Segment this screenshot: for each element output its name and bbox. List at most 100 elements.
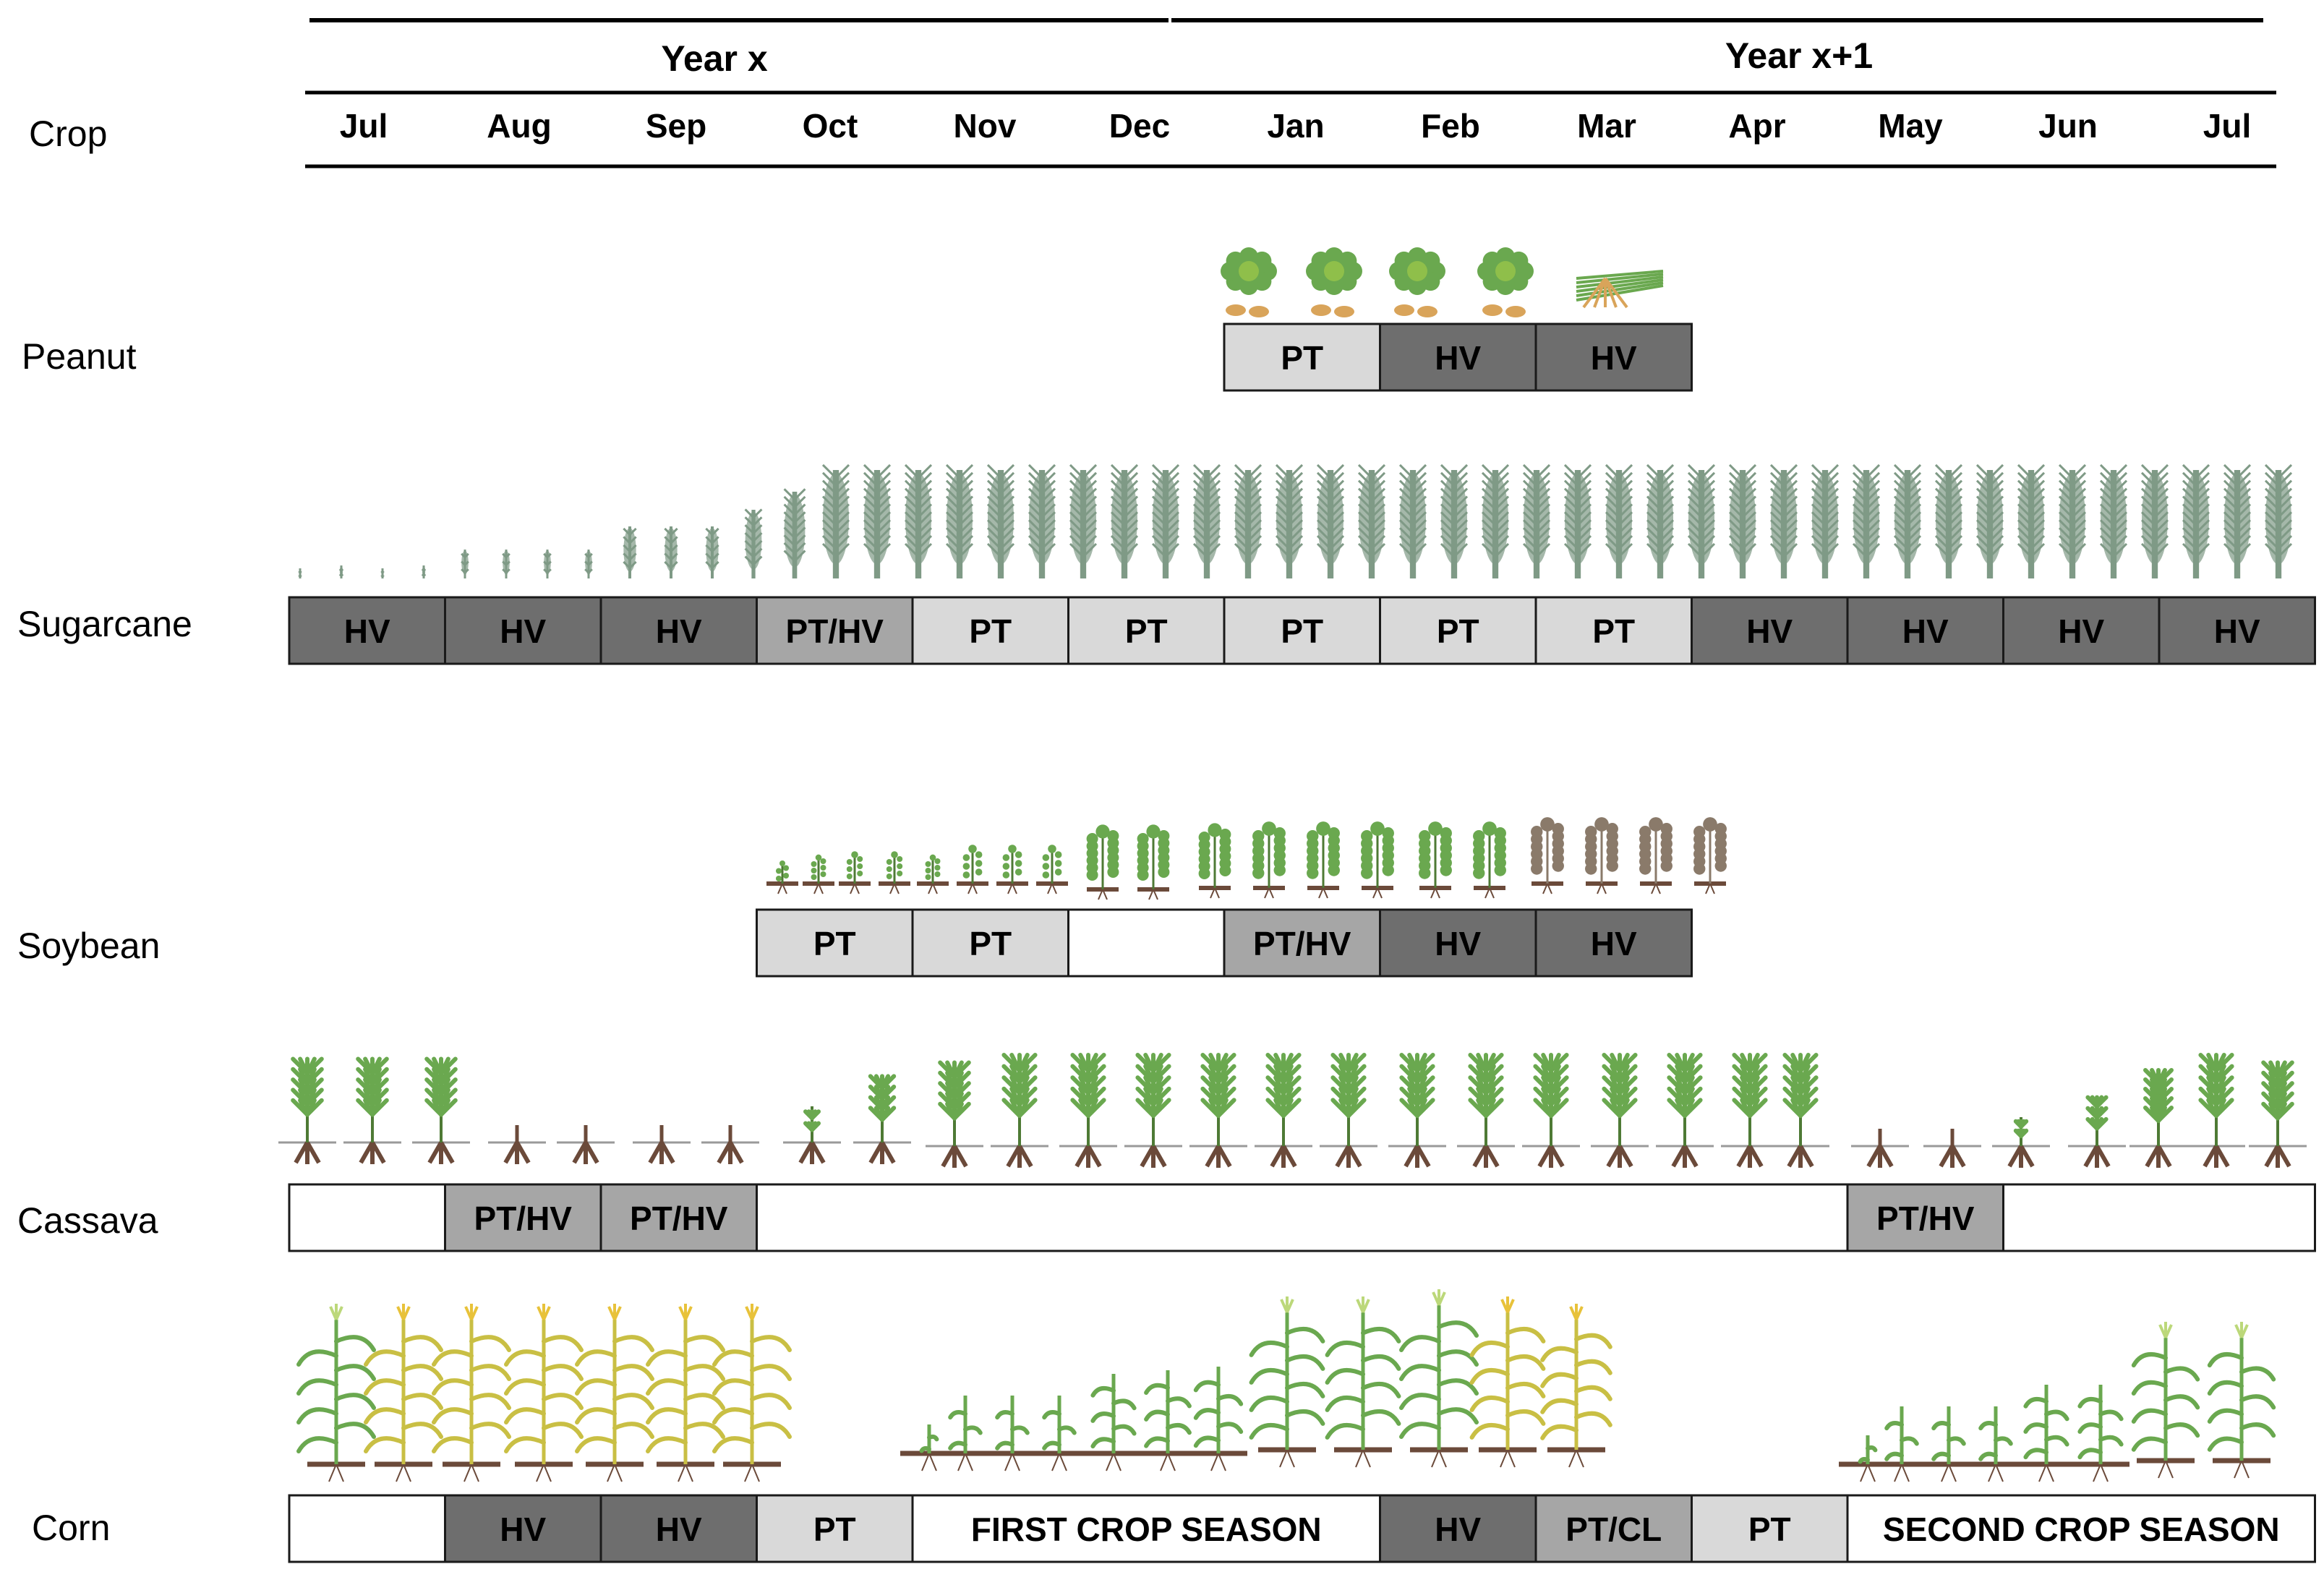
timeline-segment bbox=[756, 1183, 1849, 1252]
segment-label: HV bbox=[1591, 339, 1637, 377]
timeline-segment: HV bbox=[599, 596, 758, 665]
timeline-segment: PT/HV bbox=[1223, 908, 1381, 978]
segment-label: HV bbox=[1435, 925, 1481, 962]
segment-label: HV bbox=[1591, 925, 1637, 962]
segment-label: PT bbox=[969, 612, 1012, 650]
month-label: Jul bbox=[2203, 107, 2251, 145]
crop-column-label: Crop bbox=[29, 114, 107, 154]
segment-label: PT bbox=[813, 925, 856, 962]
peanut-plant-icon bbox=[1221, 247, 1664, 317]
timeline-segment: HV bbox=[1379, 322, 1537, 392]
timeline-segment: PT/HV bbox=[1846, 1183, 2004, 1252]
month-label: Apr bbox=[1728, 107, 1785, 145]
timeline-segment: HV bbox=[1846, 596, 2004, 665]
timeline-segment: HV bbox=[1534, 322, 1693, 392]
segment-label: PT/HV bbox=[474, 1200, 573, 1237]
month-label: Nov bbox=[954, 107, 1017, 145]
segment-label: HV bbox=[1435, 1511, 1481, 1548]
month-label: Feb bbox=[1421, 107, 1480, 145]
segment-label: HV bbox=[1435, 339, 1481, 377]
timeline-segment: FIRST CROP SEASON bbox=[911, 1494, 1381, 1563]
crop-row-corn: Corn HV HV PT FIRST CROP SEASON HV PT/CL PT SECO… bbox=[32, 1289, 2316, 1563]
segment-label: PT/HV bbox=[630, 1200, 728, 1237]
segment-label: SECOND CROP SEASON bbox=[1883, 1511, 2280, 1548]
segment-label: PT bbox=[1281, 339, 1323, 377]
segment-label: HV bbox=[1746, 612, 1793, 650]
timeline-segment: HV bbox=[599, 1494, 758, 1563]
timeline-segment: HV bbox=[288, 596, 446, 665]
corn-plant-icon bbox=[296, 1289, 2276, 1482]
timeline-segment: HV bbox=[1691, 596, 1849, 665]
segment-label: HV bbox=[656, 612, 702, 650]
crop-name-label: Peanut bbox=[22, 336, 137, 377]
segment-label: PT bbox=[813, 1511, 856, 1548]
year-label: Year x+1 bbox=[1725, 35, 1873, 76]
segment-label: PT/HV bbox=[1876, 1200, 1975, 1237]
segment-label: PT bbox=[1437, 612, 1479, 650]
timeline-segment: PT bbox=[756, 1494, 914, 1563]
segment-label: HV bbox=[500, 612, 546, 650]
segment-label: HV bbox=[344, 612, 390, 650]
timeline-segment: HV bbox=[1379, 1494, 1537, 1563]
timeline-segment: PT bbox=[1223, 596, 1381, 665]
timeline-segment: PT/HV bbox=[599, 1183, 758, 1252]
month-label: May bbox=[1878, 107, 1943, 145]
month-label: Sep bbox=[646, 107, 706, 145]
timeline-segment bbox=[288, 1494, 446, 1563]
timeline-segment: PT bbox=[1223, 322, 1381, 392]
timeline-segment: HV bbox=[2002, 596, 2161, 665]
segment-label: HV bbox=[2058, 612, 2104, 650]
segment-label: PT/CL bbox=[1565, 1511, 1662, 1548]
segment-label: PT/HV bbox=[786, 612, 884, 650]
segment-label: PT bbox=[1281, 612, 1323, 650]
segment-label: HV bbox=[500, 1511, 546, 1548]
timeline-segment: HV bbox=[444, 596, 602, 665]
timeline-segment: PT/CL bbox=[1534, 1494, 1693, 1563]
segment-label: PT bbox=[969, 925, 1012, 962]
crop-row-soybean: Soybean PT PT PT/HV HV HV bbox=[17, 817, 1727, 978]
timeline-segment: PT/HV bbox=[756, 596, 914, 665]
crop-name-label: Corn bbox=[32, 1508, 110, 1548]
timeline-segment: PT bbox=[1691, 1494, 1849, 1563]
segment-label: FIRST CROP SEASON bbox=[971, 1511, 1322, 1548]
timeline-segment: HV bbox=[1379, 908, 1537, 978]
timeline-segment: PT/HV bbox=[444, 1183, 602, 1252]
month-label: Jun bbox=[2038, 107, 2098, 145]
segment-label: PT/HV bbox=[1253, 925, 1351, 962]
crop-name-label: Soybean bbox=[17, 926, 160, 966]
segment-label: HV bbox=[1902, 612, 1949, 650]
segment-label: PT bbox=[1592, 612, 1635, 650]
month-label: Aug bbox=[487, 107, 551, 145]
crop-row-peanut: Peanut PT HV HV bbox=[22, 247, 1693, 392]
crop-name-label: Sugarcane bbox=[17, 604, 192, 644]
timeline-segment: PT bbox=[911, 596, 1069, 665]
month-label: Dec bbox=[1109, 107, 1170, 145]
segment-label: HV bbox=[656, 1511, 702, 1548]
timeline-segment: PT bbox=[911, 908, 1069, 978]
segment-label: PT bbox=[1125, 612, 1168, 650]
month-label: Jan bbox=[1267, 107, 1324, 145]
month-label: Mar bbox=[1577, 107, 1636, 145]
timeline-segment: PT bbox=[1067, 596, 1226, 665]
cassava-plant-icon bbox=[278, 1053, 2307, 1168]
crop-row-sugarcane: Sugarcane HV HV HV PT/HV PT PT PT PT PT HV HV HV HV bbox=[17, 463, 2316, 665]
soybean-plant-icon bbox=[766, 817, 1727, 900]
timeline-segment: SECOND CROP SEASON bbox=[1846, 1494, 2316, 1563]
timeline-segment: PT bbox=[1379, 596, 1537, 665]
segment-label: HV bbox=[2214, 612, 2260, 650]
timeline-segment bbox=[1067, 908, 1226, 978]
sugarcane-plant-icon bbox=[298, 463, 2293, 578]
timeline-segment bbox=[2002, 1183, 2316, 1252]
timeline-segment: PT bbox=[1534, 596, 1693, 665]
timeline-segment: HV bbox=[2158, 596, 2316, 665]
timeline-segment: HV bbox=[444, 1494, 602, 1563]
month-label: Oct bbox=[803, 107, 858, 145]
timeline-segment: HV bbox=[1534, 908, 1693, 978]
timeline-segment bbox=[288, 1183, 446, 1252]
segment-label: PT bbox=[1748, 1511, 1791, 1548]
timeline-segment: PT bbox=[756, 908, 914, 978]
